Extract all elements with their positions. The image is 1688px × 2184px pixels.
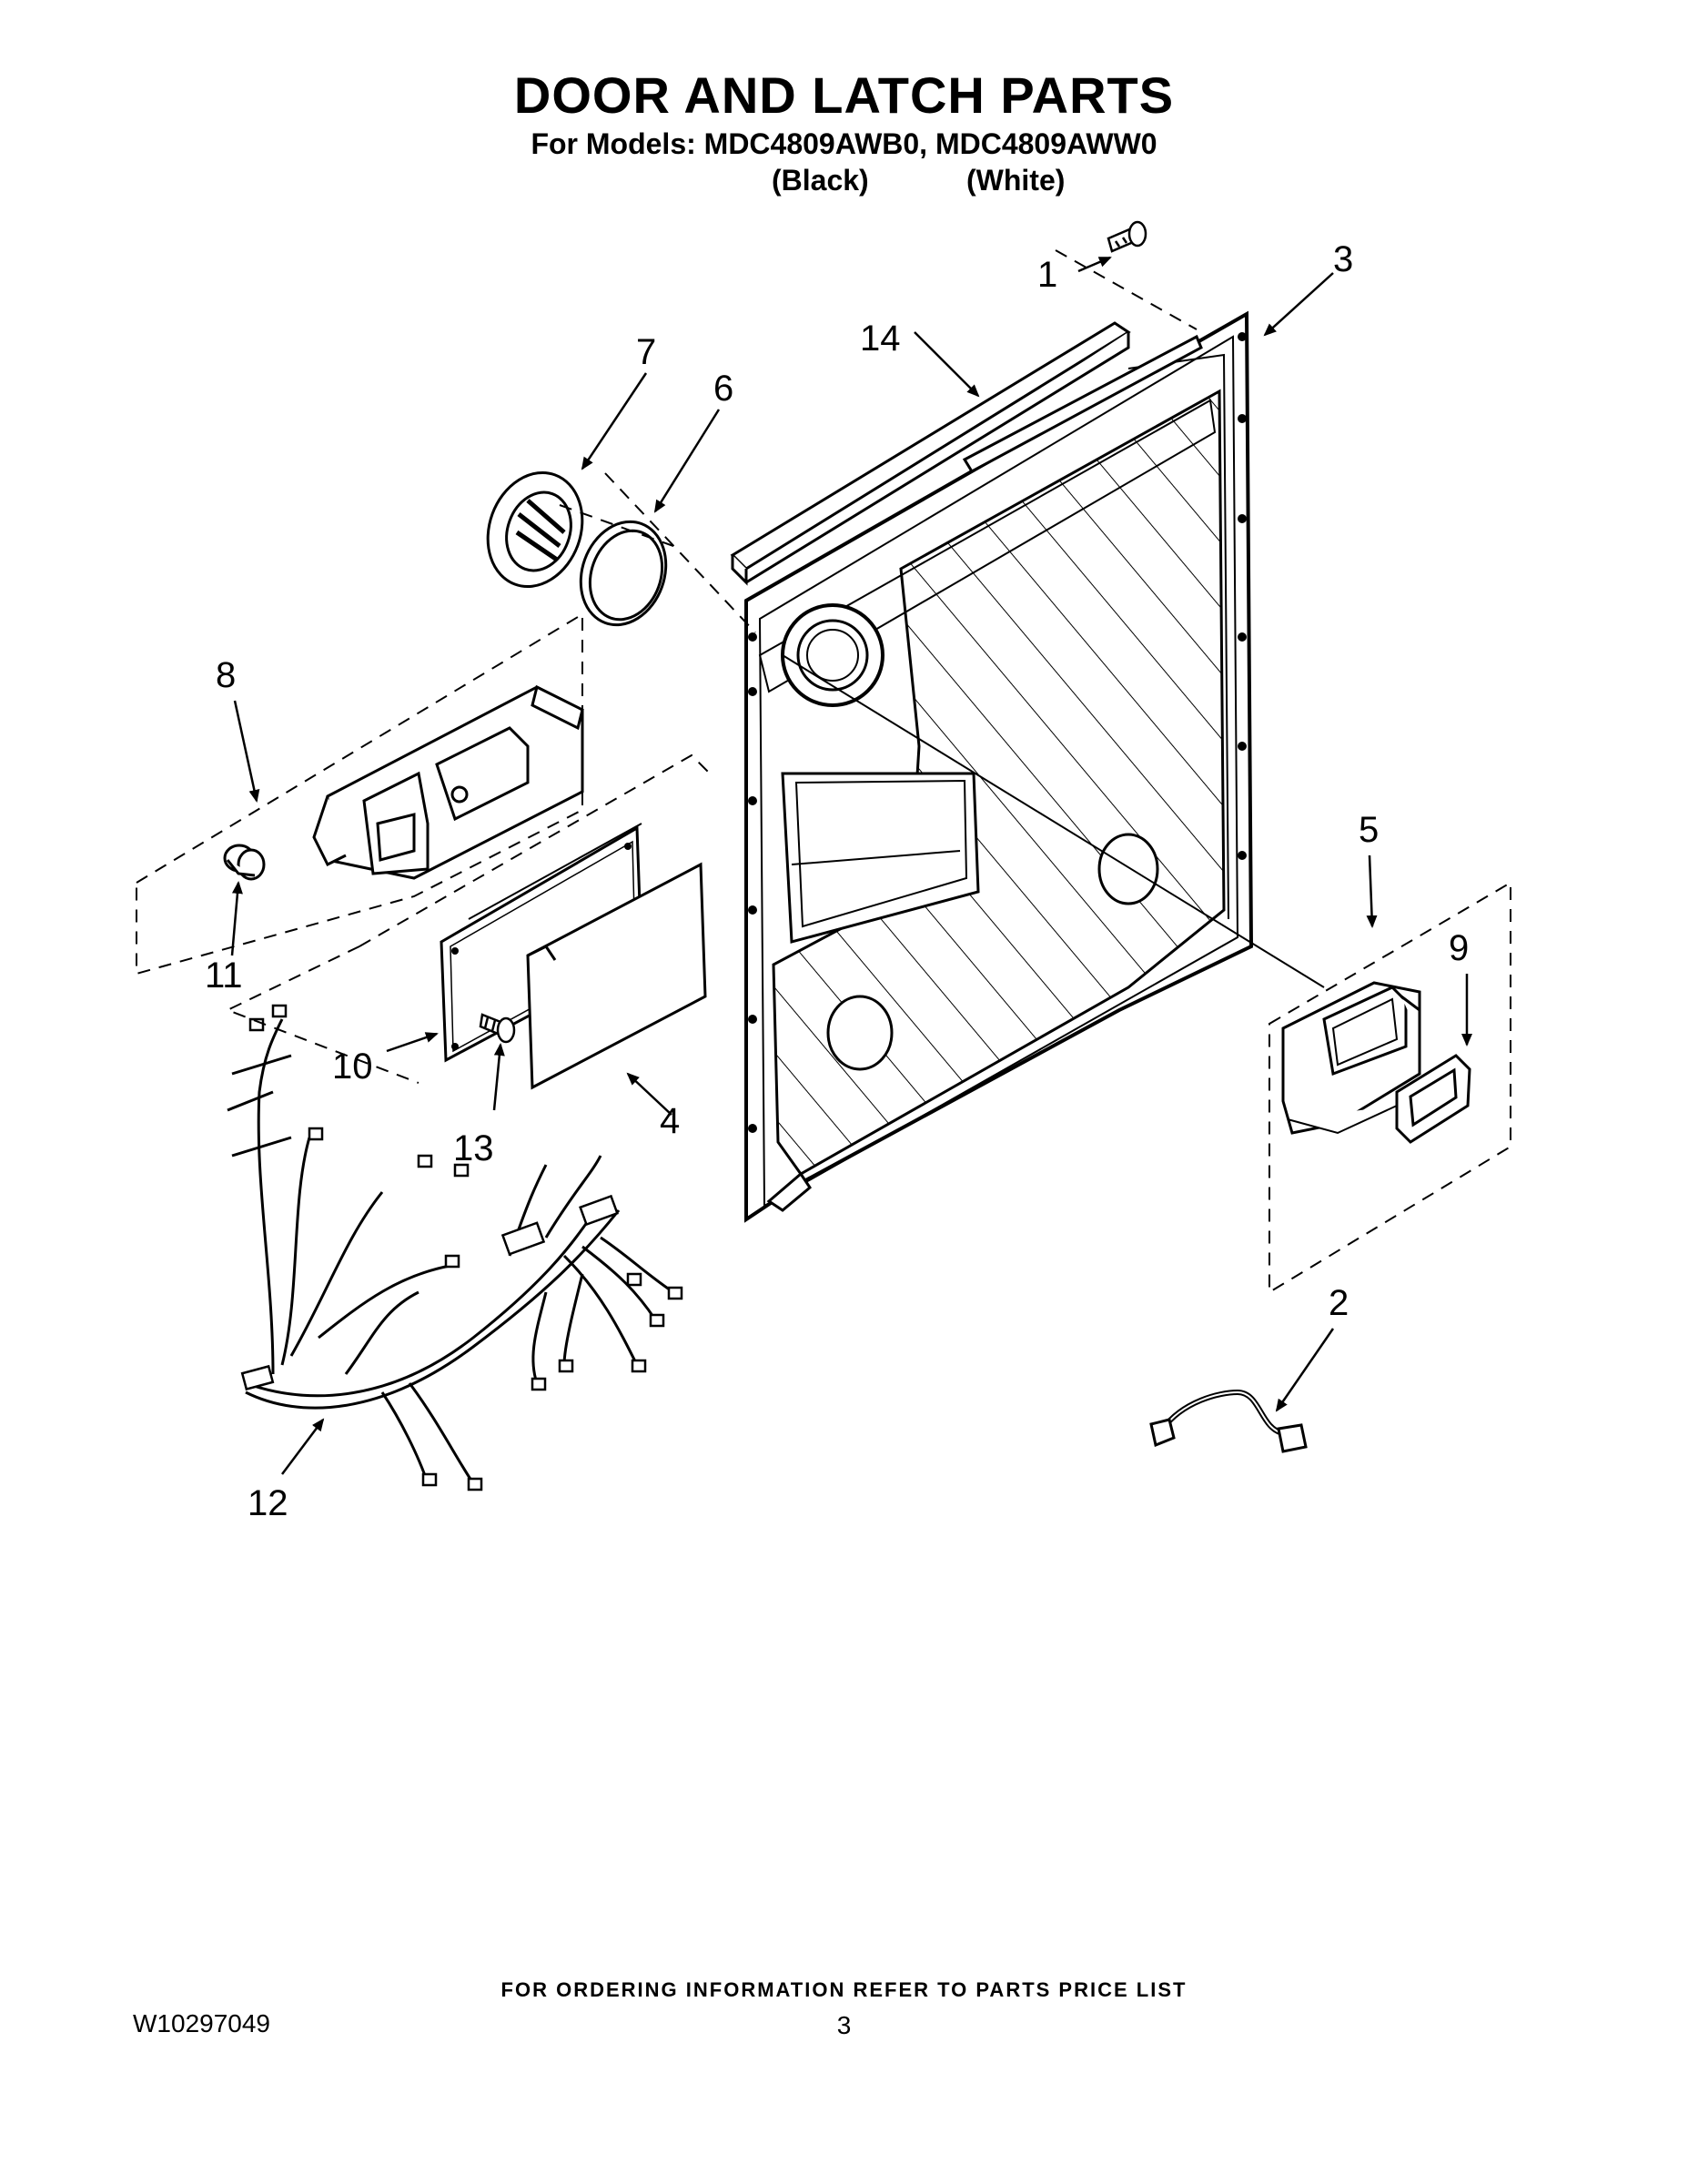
part-13-screw [479, 1013, 516, 1044]
callout-4: 4 [660, 1101, 680, 1141]
callout-5: 5 [1359, 810, 1379, 850]
part-8-latch-assembly [312, 684, 584, 880]
part-3-top-channel [962, 334, 1203, 473]
part-14-trim-strip [730, 321, 1131, 586]
door-panel [744, 310, 1254, 1223]
callout-7: 7 [636, 332, 656, 372]
callout-13: 13 [453, 1128, 494, 1168]
part-6-gasket-ring [579, 520, 668, 627]
part-11-button [223, 844, 266, 881]
part-1-screw [1107, 220, 1147, 253]
callout-2: 2 [1329, 1283, 1349, 1323]
variant-black-label: (Black) [772, 164, 869, 197]
callout-3: 3 [1333, 239, 1353, 279]
callout-12: 12 [248, 1483, 288, 1523]
variant-white-label: (White) [966, 164, 1066, 197]
callout-11: 11 [205, 956, 243, 996]
part-7-vent-cap [486, 470, 584, 589]
callout-14: 14 [860, 318, 901, 359]
part-9-seal [1395, 1054, 1471, 1144]
assembly-dashed-lines [136, 249, 1511, 1294]
callout-9: 9 [1449, 928, 1469, 968]
document-number: W10297049 [133, 2009, 271, 2037]
part-4-insulator-sheet [526, 862, 707, 1090]
part-5-vent-housing [1281, 981, 1421, 1135]
models-line: For Models: MDC4809AWB0, MDC4809AWW0 [531, 127, 1157, 160]
part-12-wire-harness [227, 1004, 683, 1491]
page-number: 3 [836, 2011, 852, 2039]
callout-1: 1 [1037, 255, 1057, 295]
vent-alignment-line [782, 654, 1325, 988]
callout-6: 6 [713, 369, 733, 409]
callout-10: 10 [332, 1046, 373, 1087]
part-2-wire-jumper [1149, 1389, 1308, 1453]
ordering-note: FOR ORDERING INFORMATION REFER TO PARTS … [500, 1978, 1188, 2001]
callout-leaders [230, 256, 1472, 1475]
page-title: DOOR AND LATCH PARTS [513, 66, 1175, 124]
callout-8: 8 [216, 655, 236, 695]
